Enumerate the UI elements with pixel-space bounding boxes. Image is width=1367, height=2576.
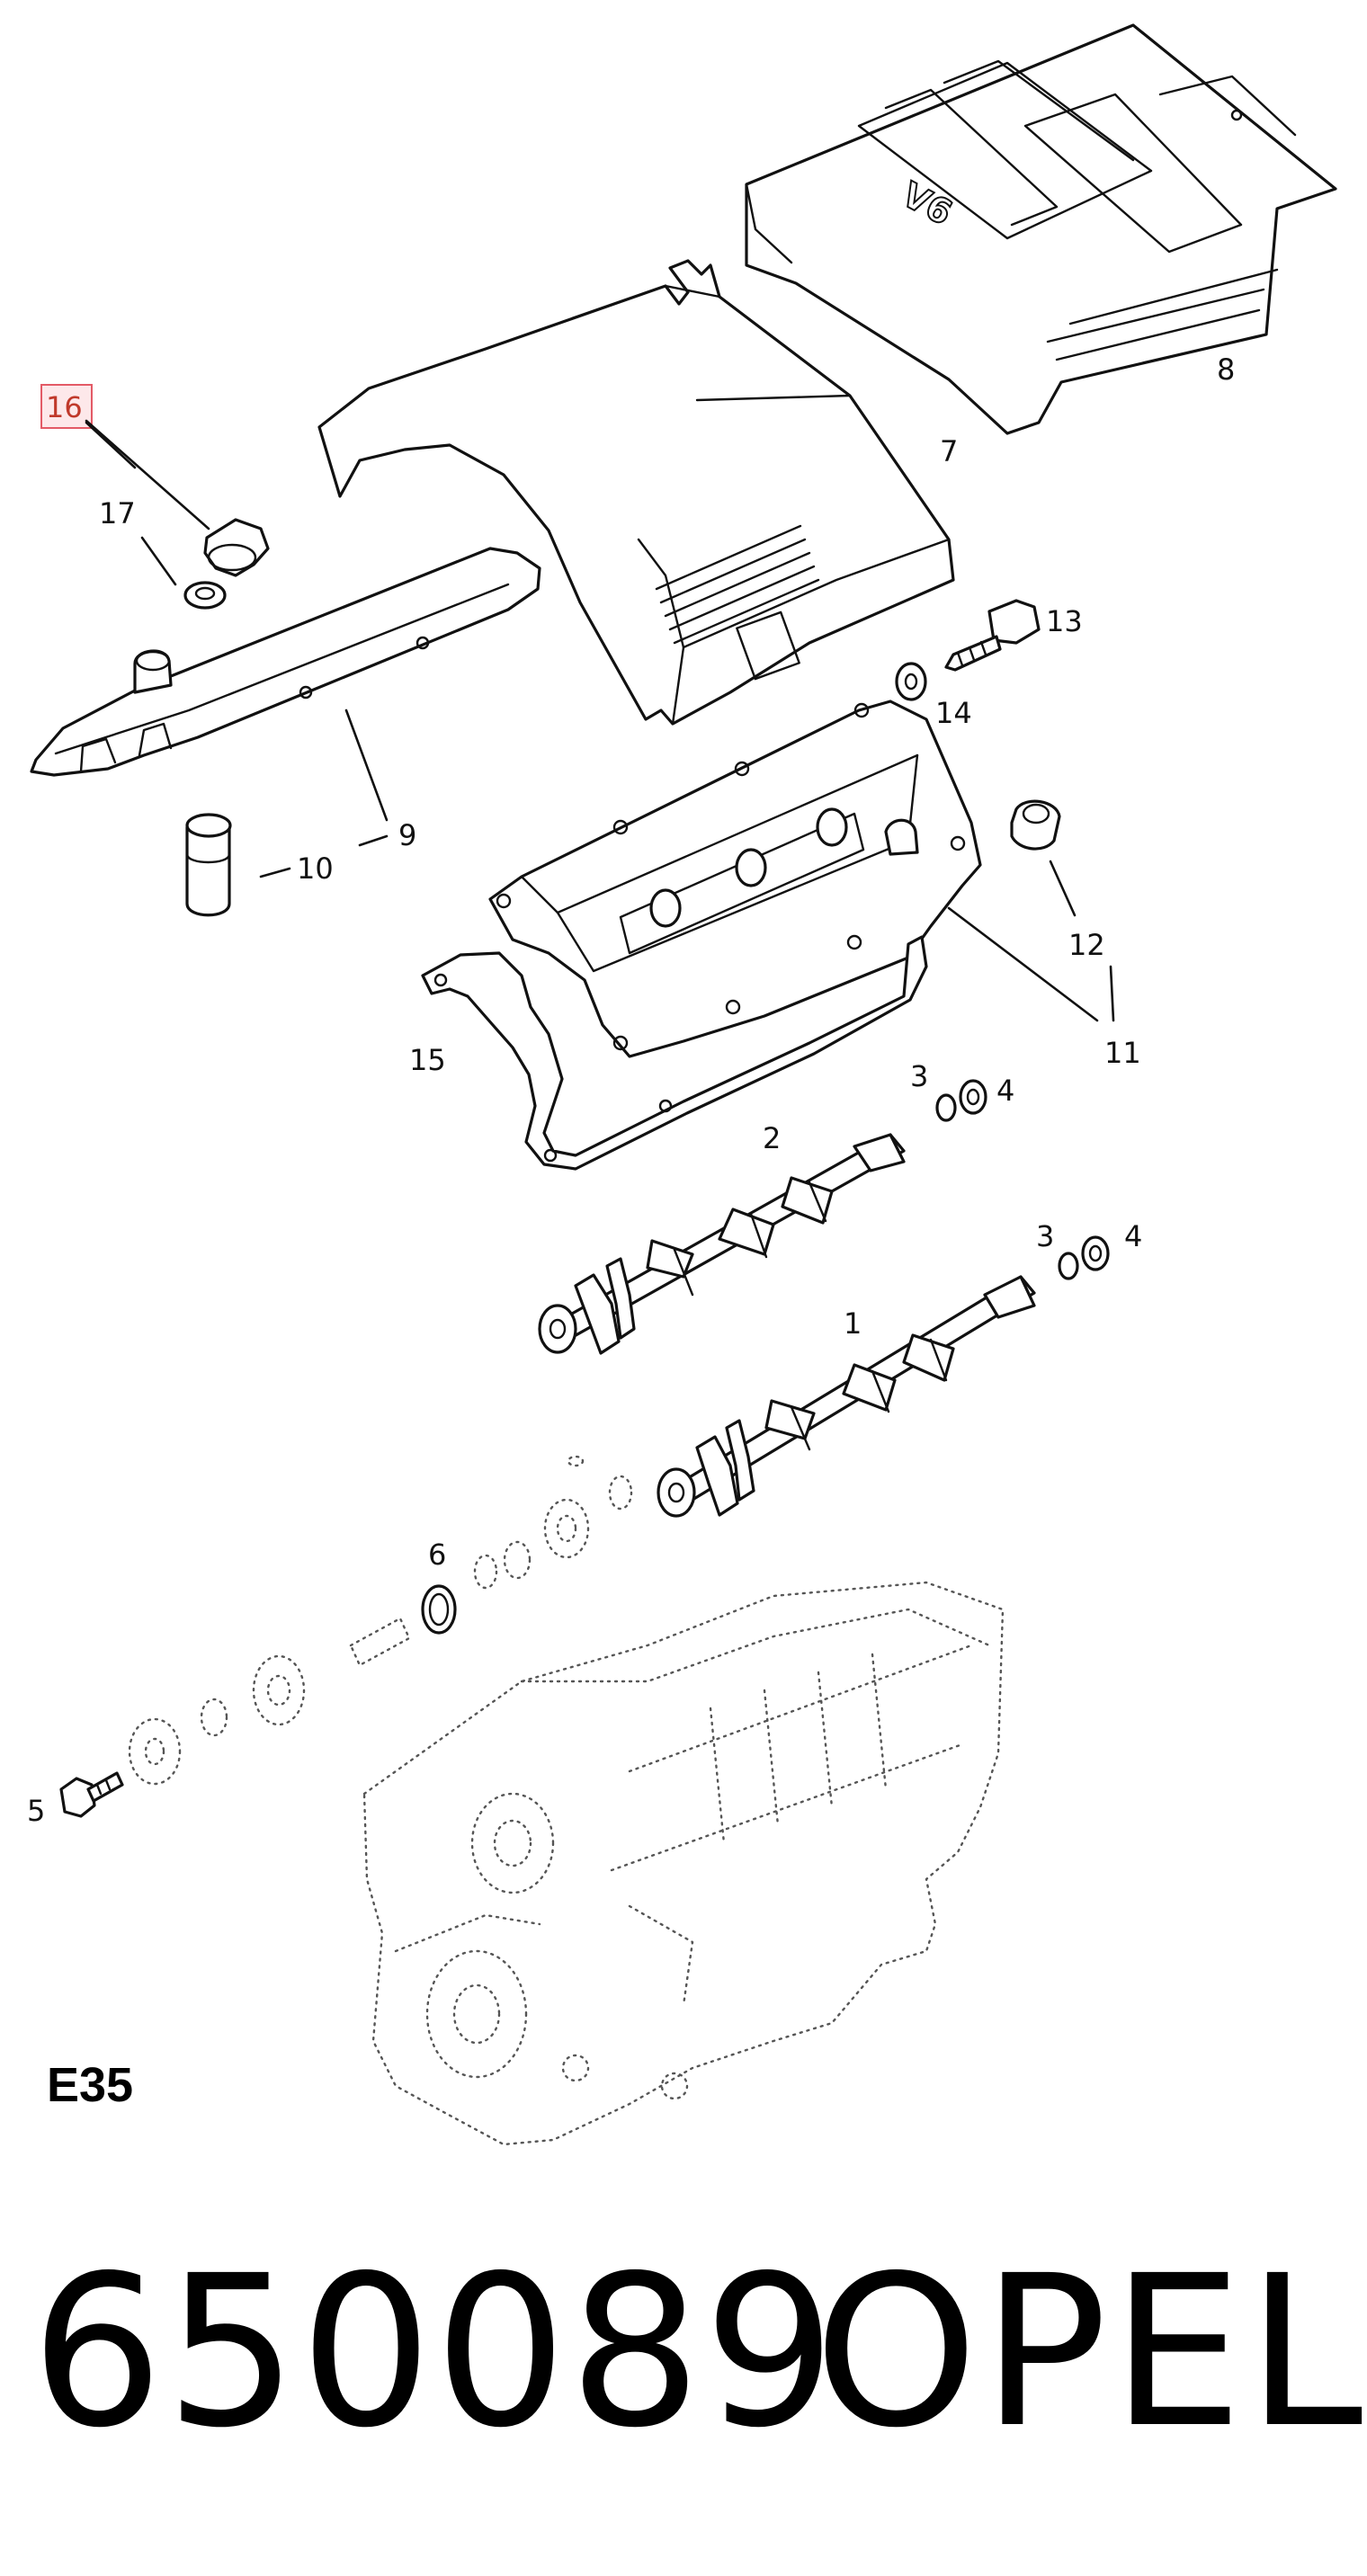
callout-3-lower: 3 [1036, 1219, 1054, 1253]
brand-label: OPEL [814, 2231, 1367, 2473]
plug-4-upper [959, 1079, 987, 1115]
callout-14: 14 [935, 696, 972, 730]
callout-9: 9 [398, 818, 416, 852]
callout-12: 12 [1068, 928, 1105, 962]
part-number-label: 650089 [31, 2231, 838, 2473]
callout-17: 17 [99, 496, 136, 530]
callout-16: 16 [46, 390, 83, 424]
seal-3-lower [1058, 1252, 1079, 1280]
callout-15: 15 [409, 1043, 446, 1077]
callout-4-upper: 4 [996, 1074, 1014, 1108]
callout-1: 1 [844, 1306, 862, 1341]
gasket-15 [421, 935, 928, 1171]
callout-16-highlight [40, 384, 93, 429]
ghost-timing-components [128, 1455, 633, 1786]
group-code-label: E35 [47, 2058, 134, 2112]
valve-cover-left-9 [30, 547, 541, 777]
seal-17 [183, 581, 227, 610]
callout-13: 13 [1046, 604, 1083, 638]
oil-filler-cap-16 [203, 518, 270, 577]
callout-7: 7 [940, 434, 958, 468]
callout-2: 2 [763, 1121, 781, 1155]
bolt-13 [944, 599, 1041, 672]
breather-tube-10 [185, 813, 232, 917]
ghost-engine-block [362, 1581, 1005, 2146]
camshaft-2 [538, 1133, 906, 1355]
engine-cover-8: V6 [745, 23, 1337, 435]
bolt-5 [59, 1771, 124, 1818]
callout-10: 10 [297, 851, 334, 886]
grommet-12 [1010, 799, 1061, 851]
callout-6: 6 [428, 1538, 446, 1572]
seal-3-upper [935, 1093, 957, 1122]
callout-3-upper: 3 [910, 1059, 928, 1093]
intake-cover-7 [317, 259, 955, 726]
plug-4-lower [1081, 1235, 1110, 1271]
callout-4-lower: 4 [1124, 1219, 1142, 1253]
callout-5: 5 [27, 1794, 45, 1828]
exploded-parts-diagram: V6 8 7 9 16 17 [27, 23, 1337, 2146]
callout-11: 11 [1104, 1036, 1141, 1070]
washer-14 [895, 662, 927, 701]
o-ring-6 [421, 1584, 457, 1635]
camshaft-1 [657, 1275, 1036, 1518]
callout-8: 8 [1217, 352, 1235, 387]
